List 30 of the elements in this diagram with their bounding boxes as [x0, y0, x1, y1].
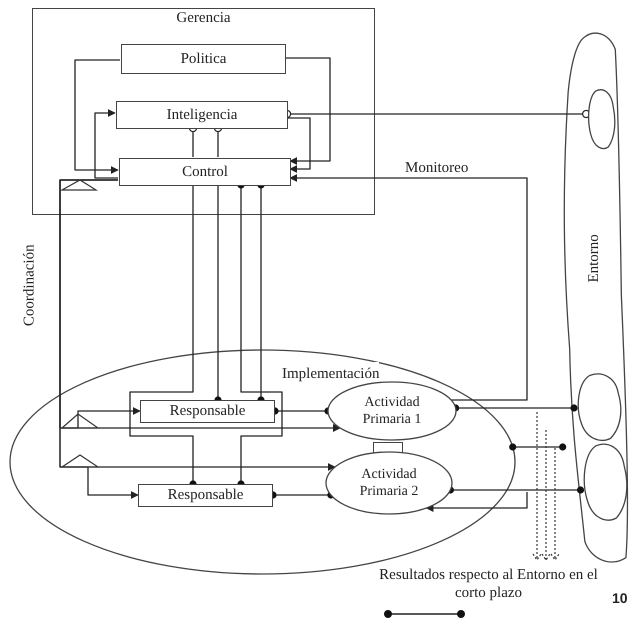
- connector: [425, 492, 528, 512]
- node-label: Actividad Primaria 1: [362, 394, 422, 428]
- node-label: Control: [182, 162, 228, 182]
- management-box: [32, 8, 375, 215]
- flow-label: Monitoreo: [405, 159, 468, 178]
- connector: [287, 117, 311, 173]
- page-number: 10: [612, 589, 628, 608]
- process-box: [138, 484, 273, 507]
- node-label: Actividad Primaria 2: [358, 466, 420, 500]
- result-note: Resultados respecto al Entorno en el corto plazo: [378, 566, 599, 602]
- process-box: [140, 400, 275, 423]
- connector: [59, 179, 139, 499]
- connector: [452, 404, 578, 412]
- node-label: Responsable: [170, 402, 246, 421]
- connector: [289, 174, 528, 401]
- connector: [285, 57, 331, 165]
- process-box: [119, 158, 291, 186]
- process-box: [116, 101, 288, 129]
- group-title: Gerencia: [176, 9, 231, 28]
- connector: [74, 59, 120, 174]
- axis-label: Coordinación: [20, 244, 39, 326]
- connector: [509, 443, 566, 451]
- node-label: Inteligencia: [166, 106, 238, 124]
- group-title: Entorno: [584, 234, 603, 282]
- connector: [94, 109, 118, 179]
- connector: [446, 486, 584, 494]
- process-box: [121, 44, 286, 74]
- node-label: Politica: [180, 50, 226, 68]
- node-label: Responsable: [168, 486, 244, 505]
- group-title: Implementación: [282, 366, 380, 382]
